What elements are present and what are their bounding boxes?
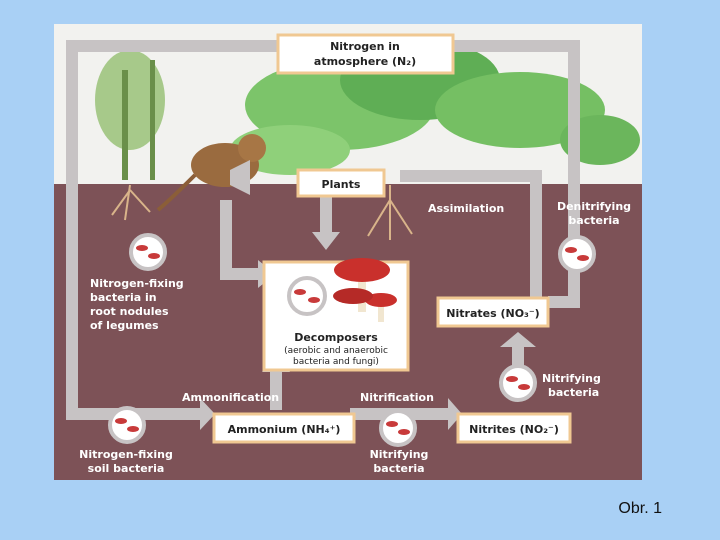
plants-box [296,168,386,198]
fixing-root-line3: root nodules [90,305,169,318]
bacteria-denitrifying-icon [558,235,596,273]
fixing-soil-line1: Nitrogen-fixing [79,448,173,461]
denitrifying-label-line1: Denitrifying [557,200,631,213]
mushroom-illustration [333,258,397,322]
atmosphere-box [276,33,455,75]
bacteria-soil-icon [108,406,146,444]
nitrifying-right-line2: bacteria [548,386,599,399]
figure-caption: Obr. 1 [618,500,662,517]
fixing-root-line4: of legumes [90,319,159,332]
nitrates-label: Nitrates (NO₃⁻) [446,307,539,320]
ammonium-box [212,412,356,444]
decomposers-sub-line1: (aerobic and anaerobic [284,346,388,356]
nitrites-box [456,412,572,444]
ammonification-label: Ammonification [182,391,279,404]
foliage-illustration [95,40,640,180]
roots-illustration [111,184,413,240]
nitrification-label: Nitrification [360,391,434,404]
nitrifying-bottom-line1: Nitrifying [370,448,429,461]
decomposers-sub-line2: bacteria and fungi) [293,357,379,367]
ammonium-label: Ammonium (NH₄⁺) [228,423,341,436]
bacteria-nitrifying-right-icon [499,364,537,402]
nitrifying-bottom-line2: bacteria [373,462,424,475]
bacteria-icon [287,276,327,316]
bacteria-root-icon [129,233,167,271]
fixing-root-line2: bacteria in [90,291,157,304]
atmosphere-label-line1: Nitrogen in [330,40,400,53]
nitrites-label: Nitrites (NO₂⁻) [469,423,559,436]
atmosphere-label-line2: atmosphere (N₂) [314,55,416,68]
decomposers-title: Decomposers [294,331,378,344]
bacteria-nitrifying-bottom-icon [379,409,417,447]
fixing-root-line1: Nitrogen-fixing [90,277,184,290]
plants-label: Plants [322,178,361,191]
fixing-soil-line2: soil bacteria [88,462,165,475]
denitrifying-label-line2: bacteria [568,214,619,227]
assimilation-label: Assimilation [428,202,504,215]
nitrates-box [436,296,550,328]
nitrifying-right-line1: Nitrifying [542,372,601,385]
